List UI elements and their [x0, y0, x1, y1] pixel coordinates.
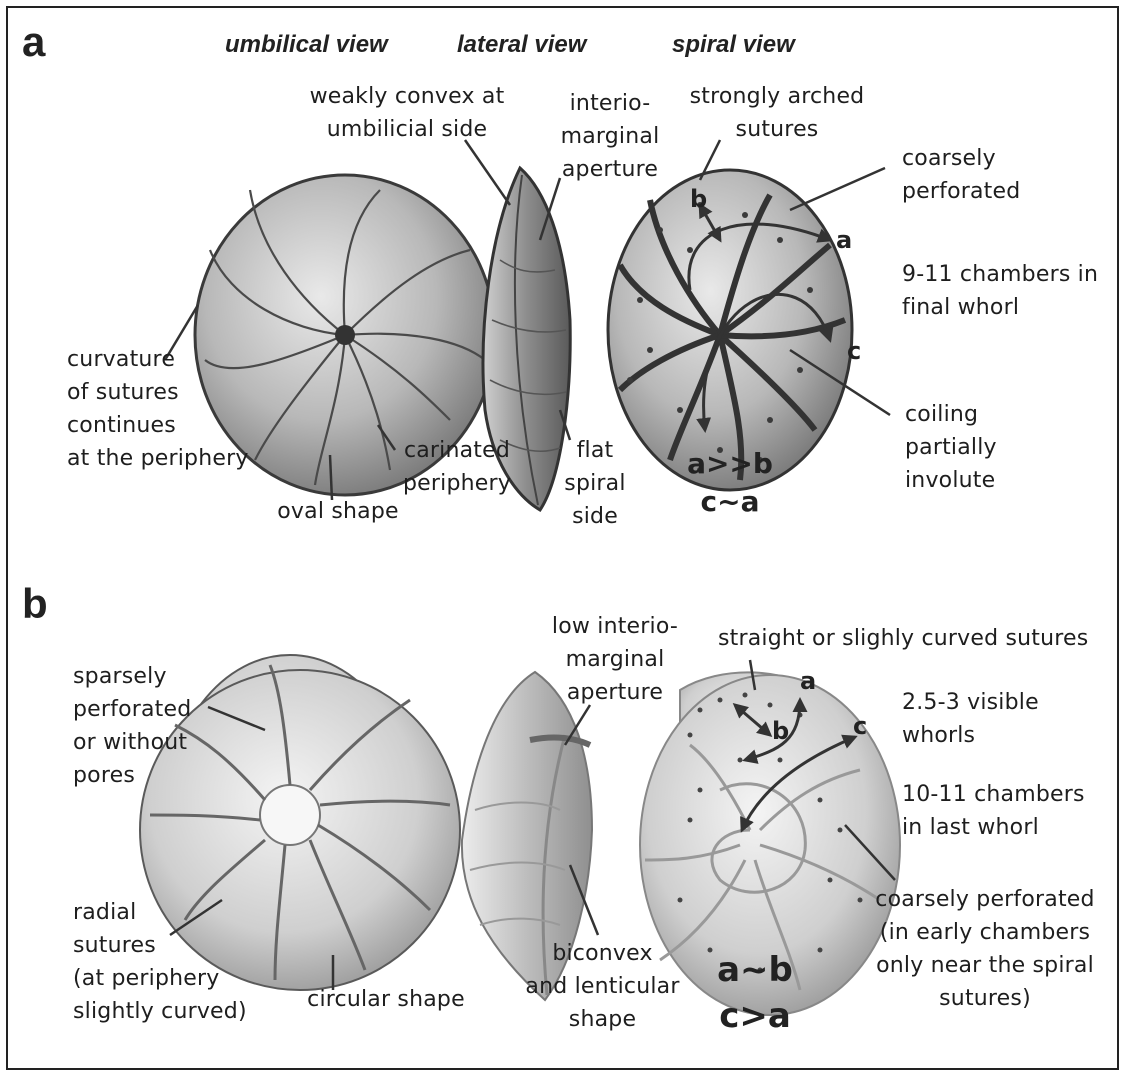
label-chambers-a: 9-11 chambers in final whorl [902, 258, 1122, 324]
label-coarsely-perforated-a: coarsely perforated [902, 142, 1062, 208]
umbilical-view-heading: umbilical view [225, 31, 388, 59]
marker-a-a: a [836, 226, 852, 254]
marker-a-b: a [800, 667, 816, 695]
label-chambers-b: 10-11 chambers in last whorl [902, 778, 1112, 844]
relations-a: a>>b c~a [660, 445, 800, 521]
marker-c-b: c [853, 712, 867, 740]
label-radial-sutures: radial sutures (at periphery slightly cu… [73, 896, 283, 1028]
marker-c-a: c [847, 337, 861, 365]
label-coarsely-perforated-b: coarsely perforated (in early chambers o… [850, 883, 1120, 1015]
label-visible-whorls: 2.5-3 visible whorls [902, 686, 1092, 752]
label-strongly-arched-sutures: strongly arched sutures [677, 80, 877, 146]
marker-b-b: b [772, 717, 789, 745]
label-interio-marginal-aperture: interio- marginal aperture [545, 87, 675, 186]
spiral-view-heading: spiral view [672, 31, 795, 59]
label-coiling-partially-involute: coiling partially involute [905, 398, 1045, 497]
label-low-interio-marginal-aperture: low interio- marginal aperture [540, 610, 690, 709]
label-straight-sutures: straight or slighly curved sutures [718, 622, 1118, 655]
label-oval-shape: oval shape [268, 495, 408, 528]
marker-b-a: b [690, 185, 707, 213]
label-weakly-convex: weakly convex at umbilicial side [292, 80, 522, 146]
label-circular-shape: circular shape [296, 983, 476, 1016]
label-flat-spiral-side: flat spiral side [550, 434, 640, 533]
panel-b-label: b [22, 580, 48, 628]
label-sparsely-perforated: sparsely perforated or without pores [73, 660, 223, 792]
label-carinated-periphery: carinated periphery [392, 434, 522, 500]
label-curvature-of-sutures: curvature of sutures continues at the pe… [67, 343, 277, 475]
lateral-view-heading: lateral view [457, 31, 586, 59]
panel-a-label: a [22, 18, 45, 66]
label-biconvex-lenticular: biconvex and lenticular shape [515, 937, 690, 1036]
relations-b: a~b c>a [690, 947, 820, 1039]
spiral-view-a-shell [608, 170, 852, 490]
